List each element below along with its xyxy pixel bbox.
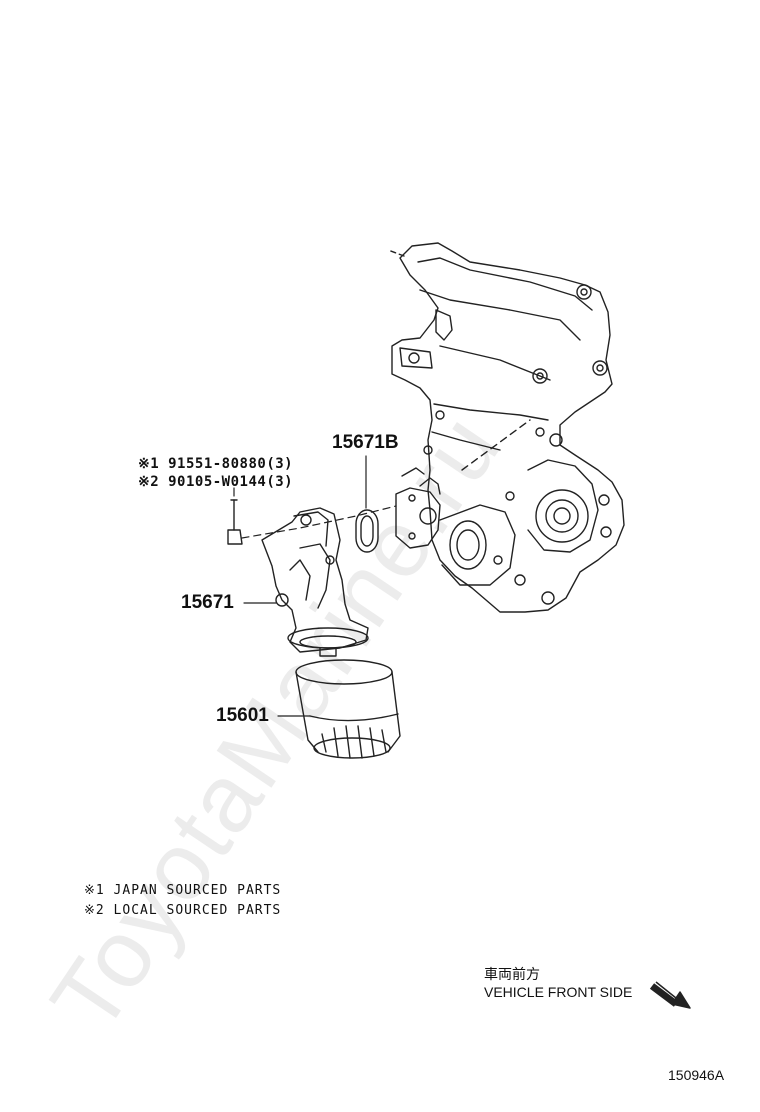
direction-label-en: VEHICLE FRONT SIDE [484,984,633,1000]
bolt-code-row: ※1 91551-80880(3) [138,456,293,472]
bolt-code-mark: ※1 [138,456,160,472]
o-ring-drawing [355,509,379,553]
part-label-15671: 15671 [181,592,234,613]
vehicle-front-arrow-icon [649,981,691,1009]
oil-filter-drawing [295,659,401,759]
bolt-code-number: 90105-W0144(3) [168,474,294,490]
diagram-id: 150946A [668,1067,725,1083]
filter-bracket-drawing [261,507,369,657]
bolt-code-row: ※2 90105-W0144(3) [138,474,293,490]
bolt-code-mark: ※2 [138,474,160,490]
part-label-15601: 15601 [216,705,269,726]
bolt-drawing [227,499,243,545]
timing-cover-drawing [387,242,625,613]
note-local-sourced: ※2 LOCAL SOURCED PARTS [84,903,282,918]
bolt-code-number: 91551-80880(3) [168,456,294,472]
direction-label-jp: 車両前方 [484,966,540,982]
note-japan-sourced: ※1 JAPAN SOURCED PARTS [84,883,282,898]
part-label-15671b: 15671B [332,432,399,453]
